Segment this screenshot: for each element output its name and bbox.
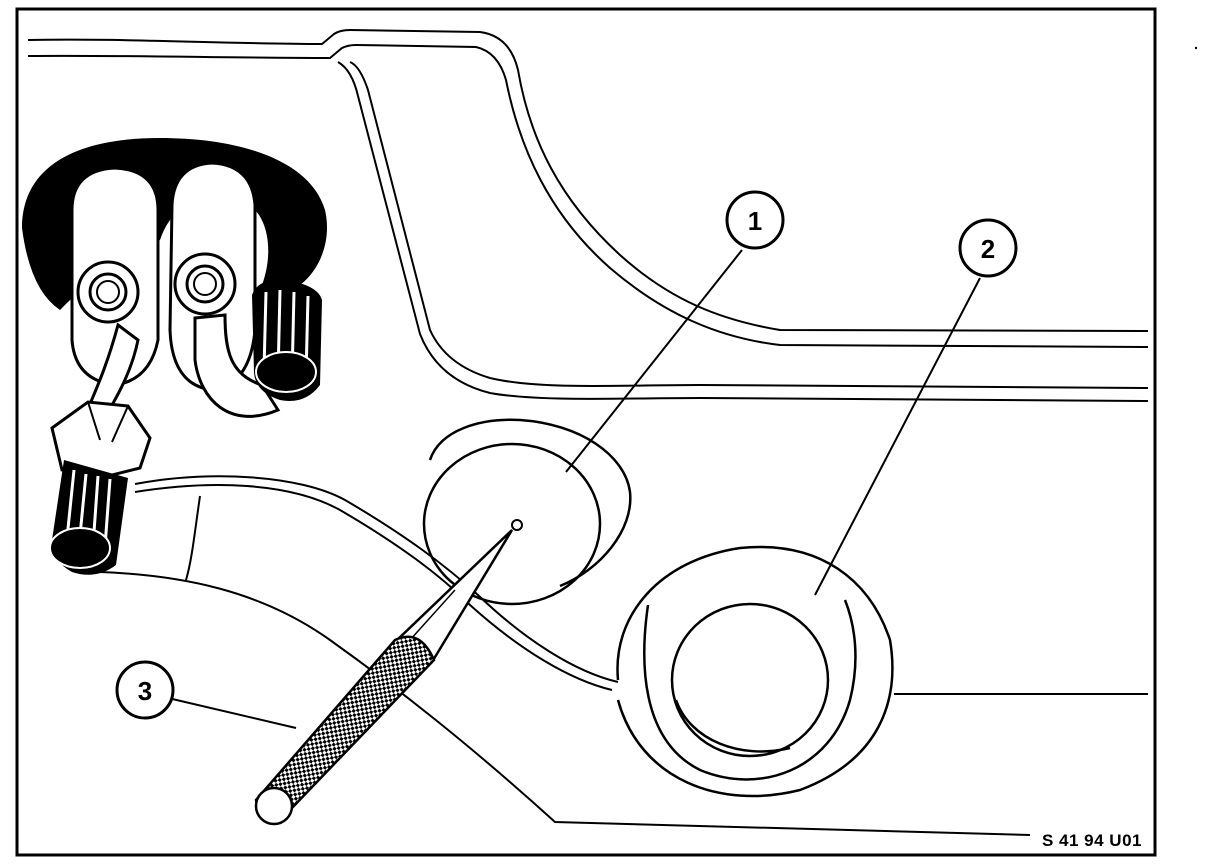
speck bbox=[1194, 46, 1198, 50]
opening-1 bbox=[422, 418, 632, 606]
callout-3: 3 bbox=[115, 660, 175, 720]
reference-code: S 41 94 U01 bbox=[1042, 831, 1142, 850]
ribbed-fitting-lower bbox=[49, 460, 129, 575]
callout-2: 2 bbox=[958, 218, 1018, 278]
leader-3 bbox=[167, 697, 297, 729]
leader-2 bbox=[814, 277, 981, 596]
piercing-tool bbox=[254, 529, 514, 826]
callout-1: 1 bbox=[725, 190, 785, 250]
opening-2 bbox=[616, 545, 894, 798]
hose-assembly bbox=[22, 138, 328, 575]
leader-lines bbox=[167, 249, 981, 729]
callout-3-label: 3 bbox=[138, 676, 152, 706]
pierce-point bbox=[511, 519, 523, 531]
diagram-frame bbox=[15, 7, 1157, 857]
leader-1 bbox=[565, 249, 743, 473]
callout-1-label: 1 bbox=[748, 206, 762, 236]
ribbed-fitting-upper bbox=[252, 279, 322, 401]
body-panel-lower bbox=[99, 475, 1148, 836]
callout-2-label: 2 bbox=[981, 234, 995, 264]
